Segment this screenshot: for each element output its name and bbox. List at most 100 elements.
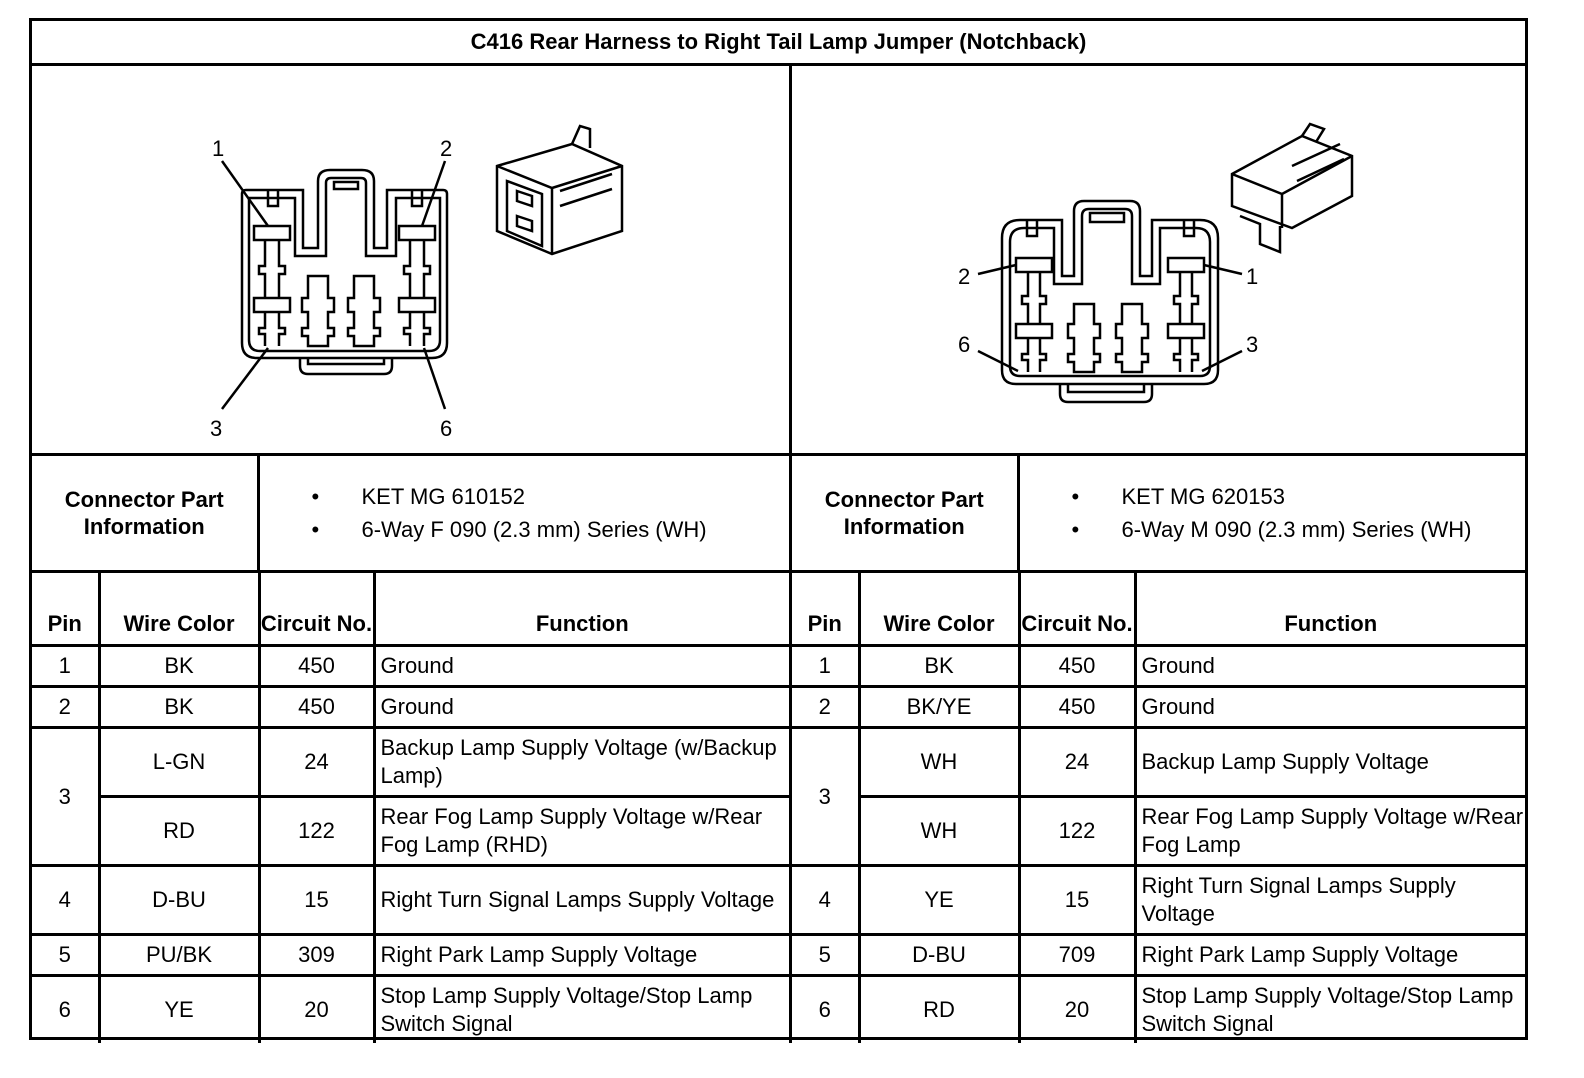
pin-cell: 4 (32, 864, 101, 936)
connector-info-label: Connector Part Information (792, 456, 1020, 570)
male-connector-face-diagram: 2 1 6 3 (958, 122, 1354, 404)
left-pin-table: Pin Wire Color Circuit No. Function 1 BK… (32, 570, 789, 1043)
function-cell: Right Park Lamp Supply Voltage (372, 933, 789, 977)
table-row: 4 D-BU 15 Right Turn Signal Lamps Supply… (32, 864, 789, 936)
wire-color-cell: BK (857, 644, 1021, 688)
circuit-cell: 309 (257, 933, 376, 977)
pin-cell: 6 (32, 974, 101, 1043)
circuit-cell: 709 (1017, 933, 1137, 977)
left-part-info: Connector Part Information KET MG 610152… (32, 456, 789, 570)
function-cell: Right Turn Signal Lamps Supply Voltage (1133, 864, 1525, 936)
table-row: 5 D-BU 709 Right Park Lamp Supply Voltag… (792, 933, 1525, 977)
part-number: KET MG 610152 (306, 480, 790, 513)
wire-color-cell: BK/YE (857, 685, 1021, 729)
right-pinout: Connector Part Information KET MG 620153… (792, 456, 1525, 1043)
pin-cell: 1 (32, 644, 101, 688)
table-row: WH 122 Rear Fog Lamp Supply Voltage w/Re… (792, 795, 1525, 867)
female-connector-face-diagram: 1 2 3 6 (210, 124, 624, 441)
pin-callout-3: 3 (210, 416, 222, 441)
pin-callout-1: 1 (212, 136, 224, 161)
function-cell: Ground (1133, 685, 1525, 729)
circuit-cell: 450 (257, 685, 376, 729)
pin-cell: 3 (792, 726, 861, 867)
part-number: KET MG 620153 (1066, 480, 1526, 513)
circuit-header: Circuit No. (1017, 570, 1137, 647)
connector-sheet: C416 Rear Harness to Right Tail Lamp Jum… (29, 18, 1528, 1043)
wire-color-cell: RD (99, 795, 261, 867)
table-row: 6 YE 20 Stop Lamp Supply Voltage/Stop La… (32, 974, 789, 1043)
part-info-cell: KET MG 620153 6-Way M 090 (2.3 mm) Serie… (1016, 456, 1526, 570)
function-cell: Ground (372, 685, 789, 729)
circuit-cell: 450 (1017, 685, 1137, 729)
right-part-info: Connector Part Information KET MG 620153… (792, 456, 1525, 570)
function-cell: Right Turn Signal Lamps Supply Voltage (372, 864, 789, 936)
circuit-cell: 122 (1017, 795, 1137, 867)
table-row: 2 BK/YE 450 Ground (792, 685, 1525, 729)
pin-cell: 5 (32, 933, 101, 977)
circuit-header: Circuit No. (257, 570, 376, 647)
circuit-cell: 20 (1017, 974, 1137, 1043)
table-row: 4 YE 15 Right Turn Signal Lamps Supply V… (792, 864, 1525, 936)
wire-color-cell: BK (97, 685, 261, 729)
function-header: Function (372, 570, 789, 647)
divider (32, 453, 1525, 456)
pin-cell: 6 (792, 974, 861, 1043)
pin-header: Pin (32, 570, 101, 647)
table-row: 5 PU/BK 309 Right Park Lamp Supply Volta… (32, 933, 789, 977)
circuit-cell: 24 (1017, 726, 1137, 798)
pin-callout-2: 2 (440, 136, 452, 161)
circuit-cell: 450 (1017, 644, 1137, 688)
pin-callout-6: 6 (958, 332, 970, 357)
wire-color-cell: L-GN (97, 726, 261, 798)
table-row: 1 BK 450 Ground (32, 644, 789, 688)
function-cell: Stop Lamp Supply Voltage/Stop Lamp Switc… (372, 974, 789, 1043)
pin-cell: 5 (792, 933, 861, 977)
function-cell: Ground (372, 644, 789, 688)
right-connector-view: 2 1 6 3 (792, 66, 1525, 453)
part-series: 6-Way M 090 (2.3 mm) Series (WH) (1066, 513, 1526, 546)
wire-color-cell: WH (859, 795, 1021, 867)
wire-color-cell: YE (857, 864, 1021, 936)
function-cell: Right Park Lamp Supply Voltage (1133, 933, 1525, 977)
wire-color-cell: D-BU (857, 933, 1021, 977)
table-row: 2 BK 450 Ground (32, 685, 789, 729)
table-row: 1 BK 450 Ground (792, 644, 1525, 688)
circuit-cell: 15 (1017, 864, 1137, 936)
function-cell: Ground (1133, 644, 1525, 688)
function-cell: Stop Lamp Supply Voltage/Stop Lamp Switc… (1133, 974, 1525, 1043)
pin-cell: 3 (32, 726, 101, 867)
wire-color-header: Wire Color (97, 570, 261, 647)
circuit-cell: 450 (257, 644, 376, 688)
left-connector-view: 1 2 3 6 (32, 66, 792, 453)
circuit-cell: 122 (257, 795, 376, 867)
wire-color-cell: PU/BK (97, 933, 261, 977)
part-series: 6-Way F 090 (2.3 mm) Series (WH) (306, 513, 790, 546)
pin-cell: 2 (792, 685, 861, 729)
table-row: RD 122 Rear Fog Lamp Supply Voltage w/Re… (32, 795, 789, 867)
pin-callout-6: 6 (440, 416, 452, 441)
circuit-cell: 20 (257, 974, 376, 1043)
table-row: 3 L-GN 24 Backup Lamp Supply Voltage (w/… (32, 726, 789, 867)
pin-callout-3: 3 (1246, 332, 1258, 357)
wire-color-cell: WH (857, 726, 1021, 798)
pin-callout-2: 2 (958, 264, 970, 289)
circuit-cell: 24 (257, 726, 376, 798)
wire-color-cell: D-BU (97, 864, 261, 936)
table-row: 6 RD 20 Stop Lamp Supply Voltage/Stop La… (792, 974, 1525, 1043)
pin-header: Pin (792, 570, 861, 647)
wire-color-header: Wire Color (857, 570, 1021, 647)
sheet-title: C416 Rear Harness to Right Tail Lamp Jum… (32, 21, 1525, 66)
wire-color-cell: YE (97, 974, 261, 1043)
function-cell: Backup Lamp Supply Voltage (w/Backup Lam… (372, 726, 789, 798)
wire-color-cell: RD (857, 974, 1021, 1043)
pin-callout-1: 1 (1246, 264, 1258, 289)
function-cell: Rear Fog Lamp Supply Voltage w/Rear Fog … (372, 795, 789, 867)
left-pinout: Connector Part Information KET MG 610152… (32, 456, 792, 1043)
part-info-cell: KET MG 610152 6-Way F 090 (2.3 mm) Serie… (256, 456, 790, 570)
pin-cell: 2 (32, 685, 101, 729)
function-cell: Rear Fog Lamp Supply Voltage w/Rear Fog … (1133, 795, 1525, 867)
function-cell: Backup Lamp Supply Voltage (1133, 726, 1525, 798)
function-header: Function (1133, 570, 1525, 647)
wire-color-cell: BK (97, 644, 261, 688)
pin-cell: 1 (792, 644, 861, 688)
